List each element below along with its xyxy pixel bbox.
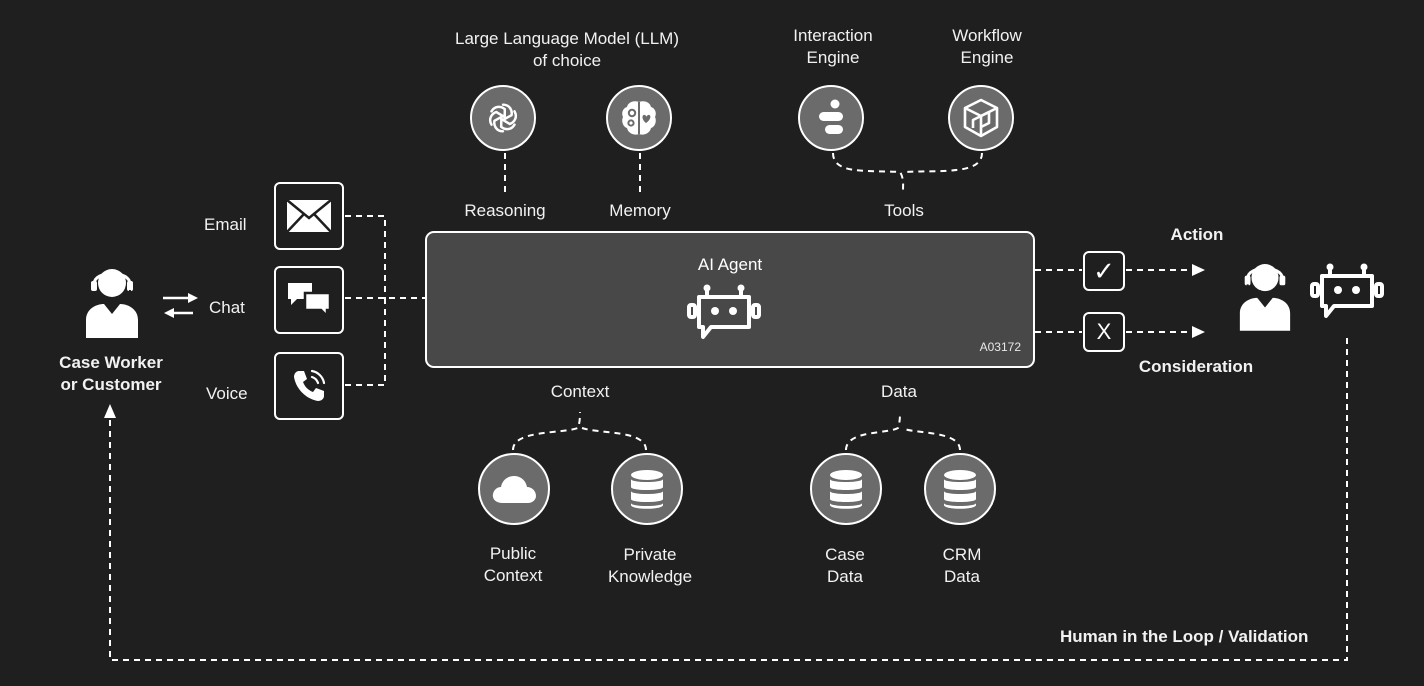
memory-label: Memory xyxy=(609,201,671,220)
database-icon xyxy=(830,470,862,509)
openai-node xyxy=(470,85,536,151)
reasoning-label: Reasoning xyxy=(464,201,546,220)
check-icon: ✓ xyxy=(1093,256,1115,286)
workflow-engine-icon xyxy=(963,98,999,138)
tools-label: Tools xyxy=(884,201,924,220)
email-label: Email xyxy=(204,215,247,234)
crm-data-node xyxy=(924,453,996,525)
interaction-engine-icon xyxy=(819,99,843,134)
public-context-label: Public Context xyxy=(483,544,543,585)
voice-label: Voice xyxy=(206,384,248,403)
case-worker-label: Case Worker or Customer xyxy=(59,353,163,394)
workflow-engine-node xyxy=(948,85,1014,151)
workflow-engine-title: Workflow Engine xyxy=(952,26,1022,67)
approve-check-box[interactable]: ✓ xyxy=(1083,251,1125,291)
action-label: Action xyxy=(1170,225,1224,244)
cloud-icon xyxy=(492,476,536,503)
chat-bubbles-icon xyxy=(288,283,332,320)
public-context-node xyxy=(478,453,550,525)
email-channel[interactable] xyxy=(274,182,344,250)
voice-channel[interactable] xyxy=(274,352,344,420)
chat-label: Chat xyxy=(209,298,245,317)
reject-x-box[interactable]: X xyxy=(1083,312,1125,352)
case-data-node xyxy=(810,453,882,525)
private-knowledge-label: Private Knowledge xyxy=(607,545,693,586)
context-label: Context xyxy=(550,382,610,401)
data-label: Data xyxy=(881,382,917,401)
envelope-icon xyxy=(286,199,332,233)
bot-reviewer-icon xyxy=(1310,263,1384,318)
database-icon xyxy=(944,470,976,509)
database-icon xyxy=(631,470,663,509)
human-reviewer-icon xyxy=(1239,264,1291,331)
ai-agent-title: AI Agent xyxy=(697,255,763,274)
agent-id: A03172 xyxy=(979,340,1021,354)
private-knowledge-node xyxy=(611,453,683,525)
phone-icon xyxy=(294,369,326,401)
chat-channel[interactable] xyxy=(274,266,344,334)
memory-node xyxy=(606,85,672,151)
ai-agent-box[interactable]: AI Agent A03172 xyxy=(425,231,1035,368)
brain-icon xyxy=(622,101,656,135)
robot-icon xyxy=(687,284,761,339)
openai-icon xyxy=(488,103,518,133)
case-data-label: Case Data xyxy=(825,545,865,586)
x-icon: X xyxy=(1096,319,1112,344)
crm-data-label: CRM Data xyxy=(942,545,982,586)
interaction-engine-node xyxy=(798,85,864,151)
llm-title: Large Language Model (LLM) of choice xyxy=(455,29,679,70)
human-in-loop-label: Human in the Loop / Validation xyxy=(1060,627,1309,646)
consideration-label: Consideration xyxy=(1138,357,1254,376)
interaction-engine-title: Interaction Engine xyxy=(793,26,873,67)
case-worker-icon xyxy=(86,269,138,338)
